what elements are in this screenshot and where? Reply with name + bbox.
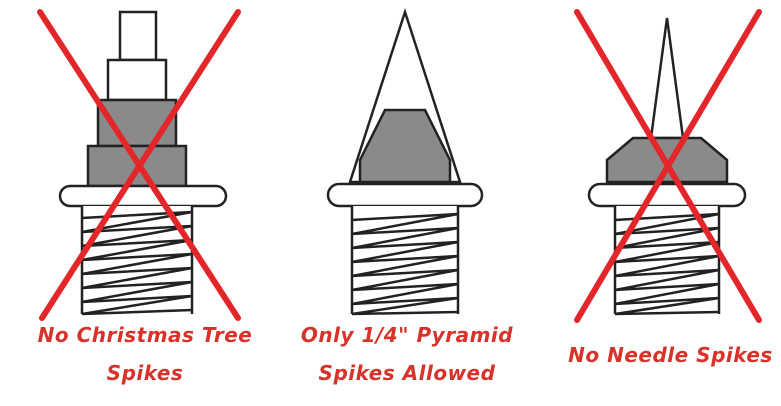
christmas-tree-thread — [80, 206, 194, 316]
needle-spike-figure — [555, 0, 775, 330]
christmas-tree-spike-drawing — [37, 9, 241, 321]
needle-thread — [613, 206, 721, 316]
christmas-tree-caption: No Christmas Tree Spikes — [0, 316, 290, 392]
needle-spike-shape — [587, 17, 747, 208]
pyramid-caption-line-1: Only 1/4" Pyramid — [300, 323, 514, 347]
pyramid-spike-figure — [290, 0, 520, 330]
pyramid-spike-shape — [326, 7, 484, 208]
pyramid-caption-line-2: Spikes Allowed — [318, 361, 496, 385]
christmas-tree-cross-mark — [37, 9, 241, 321]
needle-spike-drawing — [574, 9, 762, 323]
pyramid-caption: Only 1/4" Pyramid Spikes Allowed — [262, 316, 552, 392]
pyramid-spike-drawing — [326, 7, 484, 316]
pyramid-thread — [350, 206, 460, 316]
needle-cross-mark — [574, 9, 762, 323]
needle-caption: No Needle Spikes — [560, 336, 781, 374]
christmas-tree-caption-line-2: Spikes — [106, 361, 184, 385]
needle-caption-line-1: No Needle Spikes — [568, 343, 773, 367]
christmas-tree-spike-shape — [58, 10, 228, 208]
christmas-tree-spike-figure — [20, 0, 260, 330]
christmas-tree-caption-line-1: No Christmas Tree — [37, 323, 253, 347]
